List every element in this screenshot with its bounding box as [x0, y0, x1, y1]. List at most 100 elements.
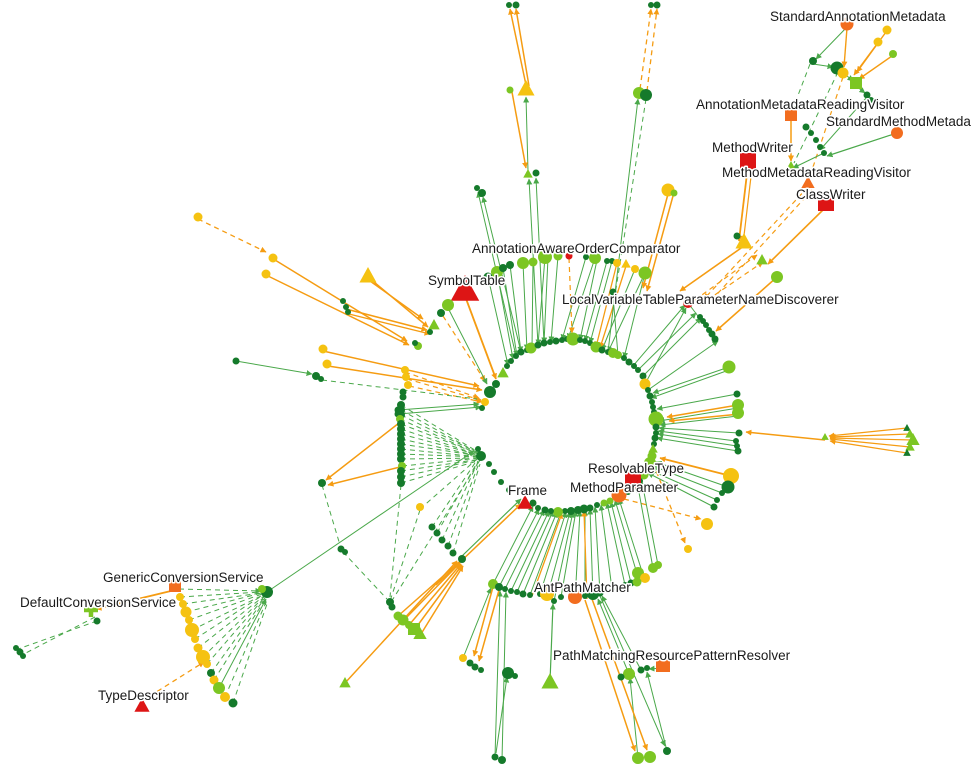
graph-node[interactable]: [512, 1, 520, 9]
graph-node[interactable]: [359, 267, 377, 283]
graph-node[interactable]: [517, 348, 525, 356]
graph-node[interactable]: [495, 583, 503, 591]
graph-node[interactable]: [632, 752, 644, 764]
graph-node[interactable]: [808, 130, 814, 136]
graph-node[interactable]: [444, 542, 452, 550]
graph-node[interactable]: [637, 666, 645, 674]
graph-node[interactable]: [701, 518, 713, 530]
graph-node[interactable]: [606, 497, 614, 505]
graph-node[interactable]: [622, 582, 628, 588]
graph-node[interactable]: [547, 339, 553, 345]
graph-node[interactable]: [514, 589, 520, 595]
graph-node[interactable]: [525, 342, 537, 354]
graph-node[interactable]: [209, 675, 219, 685]
graph-node[interactable]: [903, 449, 911, 456]
graph-node[interactable]: [734, 447, 742, 455]
graph-node[interactable]: [527, 592, 533, 598]
graph-node[interactable]: [193, 643, 203, 653]
graph-node[interactable]: [784, 161, 798, 174]
graph-node[interactable]: [771, 271, 783, 283]
graph-node[interactable]: [625, 472, 641, 488]
graph-node[interactable]: [818, 195, 834, 211]
graph-node[interactable]: [528, 257, 538, 267]
graph-node[interactable]: [476, 451, 486, 461]
graph-node[interactable]: [735, 233, 753, 249]
graph-node[interactable]: [413, 627, 427, 640]
graph-node[interactable]: [882, 25, 892, 35]
graph-node[interactable]: [756, 254, 768, 265]
graph-node[interactable]: [484, 386, 496, 398]
graph-node[interactable]: [450, 275, 480, 301]
graph-node[interactable]: [502, 586, 508, 592]
graph-node[interactable]: [617, 673, 625, 681]
graph-node[interactable]: [600, 499, 608, 507]
graph-node[interactable]: [850, 77, 862, 89]
graph-node[interactable]: [399, 393, 407, 401]
graph-node[interactable]: [703, 322, 709, 328]
graph-node[interactable]: [711, 335, 719, 343]
graph-node[interactable]: [84, 603, 98, 617]
graph-node[interactable]: [809, 57, 817, 65]
graph-node[interactable]: [740, 153, 756, 169]
graph-node[interactable]: [475, 446, 481, 452]
graph-node[interactable]: [625, 489, 631, 495]
graph-node[interactable]: [889, 50, 897, 58]
graph-node[interactable]: [566, 332, 580, 346]
graph-node[interactable]: [670, 189, 678, 197]
graph-node[interactable]: [388, 603, 396, 611]
graph-node[interactable]: [397, 479, 405, 487]
graph-node[interactable]: [268, 253, 278, 263]
graph-node[interactable]: [499, 264, 507, 272]
graph-node[interactable]: [512, 673, 518, 679]
graph-node[interactable]: [639, 372, 647, 380]
graph-node[interactable]: [906, 433, 920, 446]
graph-node[interactable]: [506, 261, 514, 269]
graph-node[interactable]: [558, 594, 564, 600]
graph-node[interactable]: [340, 298, 346, 304]
graph-node[interactable]: [577, 337, 583, 343]
graph-node[interactable]: [541, 506, 549, 514]
graph-node[interactable]: [399, 388, 407, 396]
graph-node[interactable]: [497, 367, 509, 378]
graph-node[interactable]: [644, 751, 656, 763]
graph-node[interactable]: [529, 499, 537, 507]
graph-node[interactable]: [732, 407, 744, 419]
graph-node[interactable]: [506, 86, 514, 94]
graph-node[interactable]: [611, 487, 627, 503]
graph-node[interactable]: [134, 698, 150, 712]
graph-node[interactable]: [648, 444, 658, 453]
graph-node[interactable]: [650, 404, 656, 410]
graph-node[interactable]: [318, 376, 324, 382]
graph-node[interactable]: [559, 337, 565, 343]
graph-node[interactable]: [733, 232, 741, 240]
graph-node[interactable]: [873, 37, 883, 47]
graph-node[interactable]: [491, 469, 497, 475]
graph-node[interactable]: [519, 590, 527, 598]
graph-node[interactable]: [318, 479, 326, 487]
graph-node[interactable]: [638, 266, 652, 280]
graph-node[interactable]: [176, 593, 184, 601]
graph-node[interactable]: [532, 169, 540, 177]
graph-node[interactable]: [582, 593, 588, 599]
graph-node[interactable]: [723, 468, 739, 484]
graph-node[interactable]: [412, 340, 418, 346]
graph-node[interactable]: [207, 669, 215, 677]
graph-node[interactable]: [785, 109, 797, 121]
graph-node[interactable]: [837, 67, 849, 79]
graph-node[interactable]: [397, 473, 405, 481]
graph-node[interactable]: [13, 645, 19, 651]
graph-node[interactable]: [343, 304, 349, 310]
graph-node[interactable]: [169, 580, 181, 592]
graph-node[interactable]: [648, 563, 658, 573]
graph-node[interactable]: [565, 252, 573, 260]
graph-node[interactable]: [508, 358, 514, 364]
graph-node[interactable]: [428, 523, 436, 531]
graph-node[interactable]: [710, 503, 718, 511]
graph-node[interactable]: [312, 372, 320, 380]
graph-node[interactable]: [905, 442, 915, 451]
graph-node[interactable]: [551, 598, 557, 604]
graph-node[interactable]: [433, 529, 441, 537]
graph-node[interactable]: [397, 467, 405, 475]
graph-node[interactable]: [322, 359, 332, 369]
graph-node[interactable]: [508, 588, 514, 594]
